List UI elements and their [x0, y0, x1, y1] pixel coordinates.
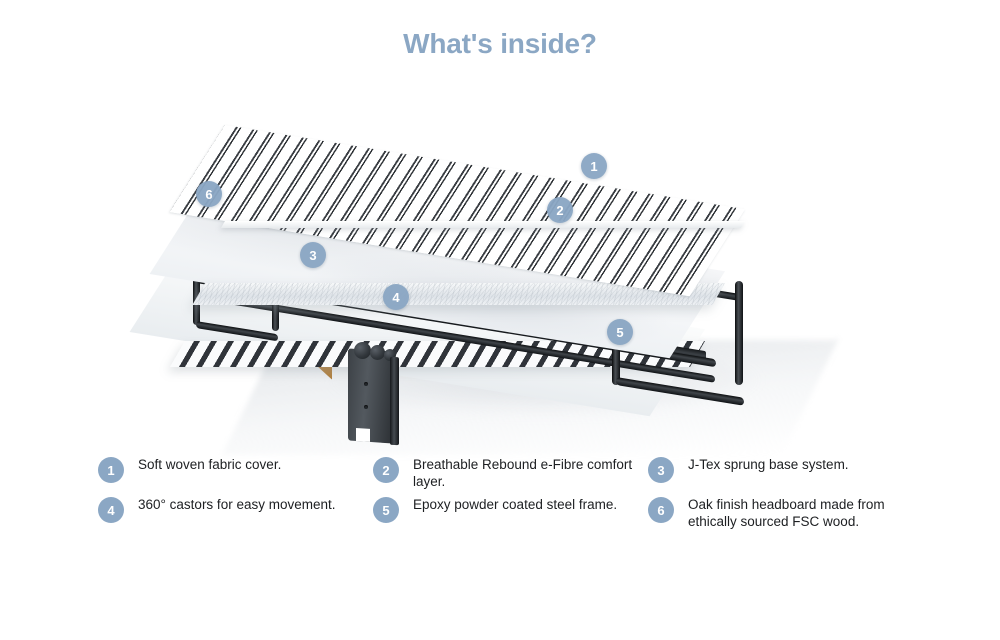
- legend-text-6: Oak finish headboard made from ethically…: [688, 497, 885, 530]
- legend-item-6: 6 Oak finish headboard made from ethical…: [648, 496, 913, 531]
- hotspot-badge-4[interactable]: 4: [383, 284, 409, 310]
- castor-rivet: [364, 382, 368, 386]
- hotspot-badge-2[interactable]: 2: [547, 197, 573, 223]
- castor-wheel: [370, 345, 385, 360]
- fabric-cover-front-face: [220, 221, 745, 228]
- steel-frame-right-front-leg: [735, 281, 743, 385]
- legend-item-1: 1 Soft woven fabric cover.: [98, 456, 281, 483]
- legend: 1 Soft woven fabric cover. 2 Breathable …: [0, 443, 1000, 553]
- castor-rivet: [364, 405, 368, 409]
- castor-wheel: [354, 342, 371, 359]
- legend-text-2: Breathable Rebound e-Fibre comfort layer…: [413, 457, 633, 490]
- castor-bracket: [348, 348, 394, 444]
- legend-badge-1: 1: [98, 457, 124, 483]
- hotspot-badge-5[interactable]: 5: [607, 319, 633, 345]
- legend-badge-3: 3: [648, 457, 674, 483]
- legend-badge-6: 6: [648, 497, 674, 523]
- legend-item-2: 2 Breathable Rebound e-Fibre comfort lay…: [373, 456, 638, 491]
- woven-fabric-cover-layer: [169, 125, 746, 297]
- hotspot-badge-6[interactable]: 6: [196, 181, 222, 207]
- legend-text-4: 360° castors for easy movement.: [138, 497, 336, 512]
- product-illustration: 1 2 3 4 5 6: [0, 95, 1000, 455]
- legend-item-3: 3 J-Tex sprung base system.: [648, 456, 849, 483]
- legend-item-4: 4 360° castors for easy movement.: [98, 496, 335, 523]
- legend-text-1: Soft woven fabric cover.: [138, 457, 282, 472]
- legend-badge-5: 5: [373, 497, 399, 523]
- legend-badge-2: 2: [373, 457, 399, 483]
- legend-badge-4: 4: [98, 497, 124, 523]
- page-title: What's inside?: [403, 28, 597, 59]
- hotspot-badge-1[interactable]: 1: [581, 153, 607, 179]
- hotspot-badge-3[interactable]: 3: [300, 242, 326, 268]
- castor-centre-leg: [390, 356, 399, 446]
- legend-text-3: J-Tex sprung base system.: [688, 457, 849, 472]
- legend-text-5: Epoxy powder coated steel frame.: [413, 497, 618, 512]
- legend-item-5: 5 Epoxy powder coated steel frame.: [373, 496, 617, 523]
